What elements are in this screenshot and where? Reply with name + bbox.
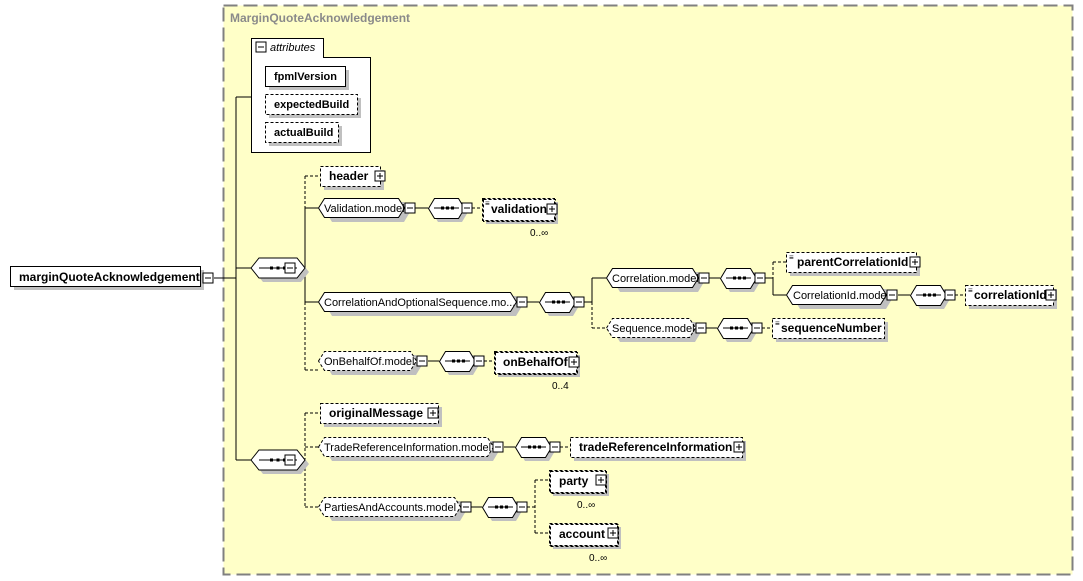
svg-text:header: header	[329, 169, 369, 183]
expand-icon[interactable]	[595, 474, 607, 486]
sequence-icon	[250, 449, 310, 475]
svg-text:originalMessage: originalMessage	[329, 406, 423, 420]
element-account[interactable]: account 0..∞	[549, 523, 622, 565]
svg-text:parentCorrelationId: parentCorrelationId	[797, 255, 908, 269]
element-on-behalf-of[interactable]: onBehalfOf 0..4	[494, 351, 581, 393]
expand-icon[interactable]	[607, 527, 619, 539]
attributes-title: attributes	[270, 42, 316, 54]
group-trade-reference-information-model[interactable]: TradeReferenceInformation.model	[317, 437, 504, 462]
svg-text:account: account	[559, 527, 605, 541]
svg-text:OnBehalfOf.model: OnBehalfOf.model	[324, 356, 415, 368]
collapse-icon[interactable]	[698, 272, 710, 284]
svg-text:sequenceNumber: sequenceNumber	[781, 321, 882, 335]
collapse-icon[interactable]	[751, 322, 763, 334]
cardinality: 0..∞	[577, 500, 595, 511]
collapse-icon[interactable]	[944, 289, 956, 301]
element-correlation-id[interactable]: ≡ correlationId	[965, 285, 1058, 310]
cardinality: 0..4	[552, 381, 569, 392]
element-parent-correlation-id[interactable]: ≡ parentCorrelationId	[786, 252, 921, 277]
simple-content-icon: ≡	[789, 253, 794, 262]
group-correlation-id-model[interactable]: CorrelationId.model	[785, 285, 898, 310]
attribute-expectedbuild[interactable]: expectedBuild	[265, 94, 362, 119]
root-element[interactable]: marginQuoteAcknowledgement	[10, 266, 214, 291]
element-trade-reference-information[interactable]: tradeReferenceInformation	[570, 437, 747, 462]
collapse-icon[interactable]	[460, 501, 472, 513]
collapse-icon[interactable]	[516, 296, 528, 308]
frame-title: MarginQuoteAcknowledgement	[230, 11, 410, 25]
expand-icon[interactable]	[546, 203, 558, 215]
collapse-icon[interactable]	[492, 441, 504, 453]
svg-text:actualBuild: actualBuild	[274, 127, 333, 139]
simple-content-icon: ≡	[485, 199, 490, 208]
collapse-icon[interactable]	[284, 262, 296, 274]
group-on-behalf-of-model[interactable]: OnBehalfOf.model	[317, 351, 428, 376]
svg-text:tradeReferenceInformation: tradeReferenceInformation	[579, 440, 732, 454]
cardinality: 0..∞	[589, 553, 607, 564]
svg-text:fpmlVersion: fpmlVersion	[274, 71, 337, 83]
expand-icon[interactable]	[374, 170, 386, 182]
svg-text:PartiesAndAccounts.model: PartiesAndAccounts.model	[324, 502, 456, 514]
collapse-icon[interactable]	[461, 202, 473, 214]
svg-text:onBehalfOf: onBehalfOf	[503, 355, 569, 369]
sequence-compositor[interactable]	[538, 292, 585, 317]
collapse-icon[interactable]	[573, 296, 585, 308]
element-header[interactable]: header	[320, 166, 386, 191]
svg-text:CorrelationId.model: CorrelationId.model	[793, 290, 889, 302]
collapse-icon[interactable]	[255, 41, 267, 53]
attributes-group: attributes fpmlVersion expectedBuild act…	[251, 38, 371, 153]
svg-text:expectedBuild: expectedBuild	[274, 99, 349, 111]
sequence-compositor-2[interactable]	[250, 449, 310, 475]
sequence-compositor-1[interactable]	[250, 257, 310, 283]
sequence-compositor[interactable]	[438, 351, 485, 376]
collapse-icon[interactable]	[404, 202, 416, 214]
collapse-icon[interactable]	[754, 272, 766, 284]
sequence-compositor[interactable]	[481, 497, 528, 522]
attribute-actualbuild[interactable]: actualBuild	[265, 122, 343, 147]
sequence-compositor[interactable]	[719, 268, 766, 293]
collapse-icon[interactable]	[202, 272, 214, 284]
collapse-icon[interactable]	[549, 441, 561, 453]
collapse-icon[interactable]	[284, 454, 296, 466]
element-party[interactable]: party 0..∞	[549, 470, 610, 512]
group-validation-model[interactable]: Validation.model	[317, 198, 416, 223]
collapse-icon[interactable]	[695, 322, 707, 334]
svg-text:validation: validation	[491, 202, 547, 216]
cardinality: 0..∞	[530, 228, 548, 239]
expand-icon[interactable]	[1045, 289, 1057, 301]
simple-content-icon: ≡	[775, 319, 780, 328]
svg-text:Validation.model: Validation.model	[324, 203, 405, 215]
sequence-compositor[interactable]	[716, 318, 763, 343]
collapse-icon[interactable]	[416, 355, 428, 367]
expand-icon[interactable]	[909, 256, 921, 268]
element-original-message[interactable]: originalMessage	[320, 403, 443, 428]
sequence-compositor[interactable]	[514, 437, 561, 462]
svg-text:party: party	[559, 474, 589, 488]
expand-icon[interactable]	[427, 407, 439, 419]
attribute-fpmlversion[interactable]: fpmlVersion	[265, 66, 350, 91]
svg-text:correlationId: correlationId	[974, 288, 1047, 302]
svg-text:Correlation.model: Correlation.model	[612, 273, 699, 285]
collapse-icon[interactable]	[516, 501, 528, 513]
group-correlation-model[interactable]: Correlation.model	[605, 268, 710, 293]
svg-text:Sequence.model: Sequence.model	[612, 323, 695, 335]
expand-icon[interactable]	[568, 356, 580, 368]
expand-icon[interactable]	[733, 441, 745, 453]
sequence-compositor[interactable]	[909, 285, 956, 310]
sequence-icon	[250, 257, 310, 283]
collapse-icon[interactable]	[886, 289, 898, 301]
svg-text:CorrelationAndOptionalSequence: CorrelationAndOptionalSequence.mo...	[324, 297, 515, 309]
simple-content-icon: ≡	[968, 286, 973, 295]
collapse-icon[interactable]	[473, 355, 485, 367]
sequence-compositor[interactable]	[427, 198, 473, 223]
connectors	[214, 96, 965, 534]
group-parties-and-accounts-model[interactable]: PartiesAndAccounts.model	[317, 497, 472, 522]
group-correlation-and-optional-sequence-model[interactable]: CorrelationAndOptionalSequence.mo...	[317, 292, 528, 317]
root-element-label: marginQuoteAcknowledgement	[19, 270, 200, 284]
element-validation[interactable]: ≡ validation 0..∞	[482, 198, 559, 240]
svg-text:TradeReferenceInformation.mode: TradeReferenceInformation.model	[324, 442, 491, 454]
group-sequence-model[interactable]: Sequence.model	[605, 318, 707, 343]
element-sequence-number[interactable]: ≡ sequenceNumber	[772, 318, 889, 343]
